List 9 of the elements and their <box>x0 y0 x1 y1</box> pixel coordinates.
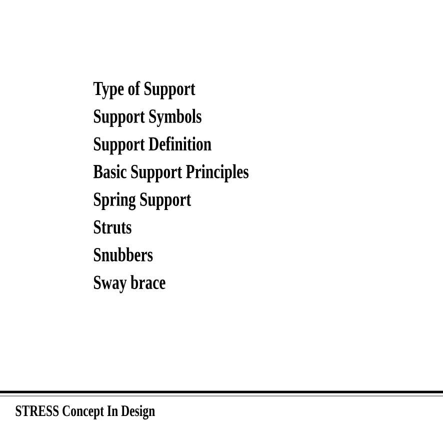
list-item: Struts <box>94 220 132 234</box>
list-item: Support Symbols <box>94 108 202 127</box>
list-item: Type of Support <box>93 80 196 100</box>
list-item: Snubbers <box>94 247 153 262</box>
list-item: Basic Support Principles <box>93 164 248 182</box>
list-item: Sway brace <box>94 275 166 294</box>
list-item: Spring Support <box>94 192 192 210</box>
footer-text: STRESS Concept In Design <box>16 404 155 420</box>
list-item: Support Definition <box>94 136 212 155</box>
